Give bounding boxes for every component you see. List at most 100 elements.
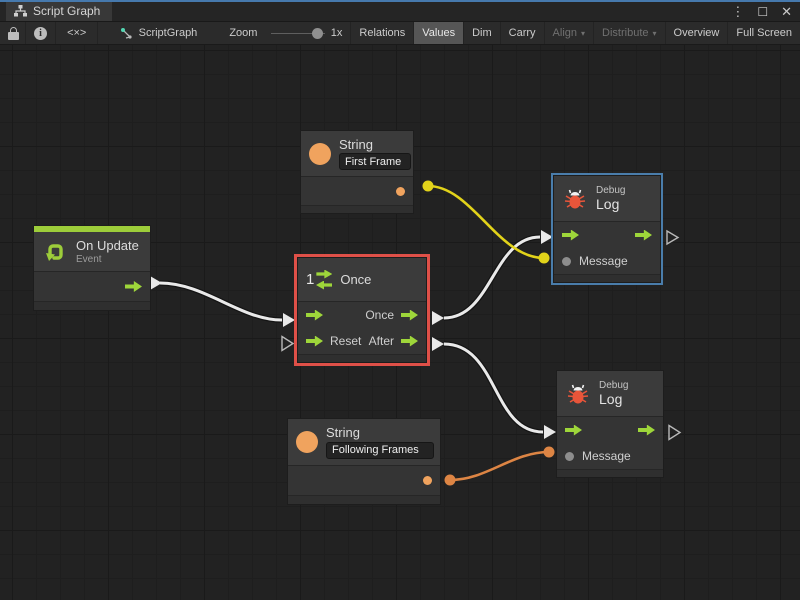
node-category: Debug bbox=[596, 185, 626, 196]
node-title: Once bbox=[340, 272, 372, 287]
flow-output-port[interactable] bbox=[635, 229, 652, 241]
wire-source-dot bbox=[444, 474, 456, 486]
graph-breadcrumb[interactable]: ScriptGraph bbox=[110, 22, 208, 44]
flow-input-port[interactable] bbox=[565, 424, 582, 436]
carry-button[interactable]: Carry bbox=[499, 22, 544, 44]
port-label-message: Message bbox=[579, 254, 628, 268]
wire-dest-arrow bbox=[544, 425, 556, 439]
wire-dest-dot bbox=[538, 252, 550, 264]
align-button[interactable]: Align▾ bbox=[543, 22, 593, 44]
wire-string-to-message-bottom[interactable] bbox=[444, 446, 555, 486]
bug-icon bbox=[567, 384, 589, 403]
node-debug-log-top[interactable]: Debug Log Message bbox=[551, 173, 663, 285]
wire-once-to-debuglog-top[interactable] bbox=[432, 230, 553, 325]
tab-script-graph[interactable]: Script Graph bbox=[6, 1, 113, 21]
node-port-row bbox=[301, 177, 413, 205]
inspect-button[interactable]: i bbox=[26, 22, 56, 44]
graph-name-label: ScriptGraph bbox=[138, 27, 198, 39]
distribute-dropdown-icon: ▾ bbox=[652, 28, 657, 38]
node-port-row bbox=[288, 466, 440, 495]
values-button[interactable]: Values bbox=[413, 22, 464, 44]
string-literal-icon bbox=[296, 431, 318, 453]
wire-dest-arrow bbox=[283, 313, 295, 327]
tab-bar: Script Graph ⋮ ☐ ✕ bbox=[0, 0, 800, 22]
code-toggle-button[interactable]: <×> bbox=[56, 22, 99, 44]
flow-output-port[interactable] bbox=[125, 281, 142, 292]
wire-source-arrow bbox=[150, 276, 162, 290]
once-badge: 1 bbox=[306, 271, 315, 288]
debuglog-top-out-handle[interactable] bbox=[666, 229, 680, 246]
node-header: Debug Log bbox=[557, 371, 663, 417]
string-value-input[interactable] bbox=[326, 441, 434, 459]
maximize-button[interactable]: ☐ bbox=[757, 5, 769, 19]
node-footer bbox=[298, 354, 426, 362]
wire-dest-arrow bbox=[541, 230, 553, 244]
close-button[interactable]: ✕ bbox=[781, 4, 792, 19]
message-input-port[interactable] bbox=[562, 256, 571, 266]
node-title: Log bbox=[599, 391, 623, 407]
overview-button[interactable]: Overview bbox=[664, 22, 728, 44]
string-value-input[interactable] bbox=[339, 153, 411, 171]
align-dropdown-icon: ▾ bbox=[581, 28, 586, 38]
graph-canvas[interactable]: String On Update Event bbox=[0, 45, 800, 600]
node-port-row bbox=[34, 272, 150, 301]
port-label-after: After bbox=[368, 334, 394, 348]
wire-source-arrow bbox=[432, 311, 444, 325]
cycle-arrow-top-icon bbox=[316, 269, 333, 279]
view-options-group: Relations Values Dim Carry Align▾ Distri… bbox=[350, 22, 800, 44]
zoom-slider[interactable] bbox=[271, 22, 325, 45]
flow-output-port[interactable] bbox=[638, 424, 655, 436]
node-footer bbox=[288, 495, 440, 504]
flow-output-port-once[interactable] bbox=[401, 309, 418, 321]
code-icon: <×> bbox=[67, 27, 87, 39]
fullscreen-button[interactable]: Full Screen bbox=[727, 22, 800, 44]
node-port-row bbox=[554, 222, 660, 248]
node-on-update[interactable]: On Update Event bbox=[33, 225, 151, 311]
string-output-port[interactable] bbox=[423, 476, 432, 485]
flow-input-port[interactable] bbox=[562, 229, 579, 241]
dim-button[interactable]: Dim bbox=[463, 22, 500, 44]
lock-icon bbox=[8, 26, 19, 40]
flow-input-port[interactable] bbox=[306, 309, 323, 321]
node-port-row: Message bbox=[557, 443, 663, 469]
tab-title: Script Graph bbox=[33, 4, 101, 18]
wire-once-to-debuglog-bottom[interactable] bbox=[432, 337, 556, 439]
node-title: String bbox=[326, 425, 360, 441]
string-output-port[interactable] bbox=[396, 186, 405, 196]
node-footer bbox=[557, 469, 663, 477]
cycle-arrow-bottom-icon bbox=[316, 281, 332, 290]
node-header: 1 Once bbox=[298, 258, 426, 302]
node-port-row: Once bbox=[298, 302, 426, 328]
lock-button[interactable] bbox=[0, 22, 26, 44]
graph-hierarchy-icon bbox=[14, 5, 27, 17]
wire-source-arrow bbox=[432, 337, 444, 351]
info-icon: i bbox=[34, 26, 47, 40]
node-once[interactable]: 1 Once Once Reset After bbox=[294, 254, 430, 366]
flow-output-port-after[interactable] bbox=[401, 335, 418, 347]
node-string-following-frames[interactable]: String bbox=[287, 418, 441, 505]
node-header: String bbox=[301, 131, 413, 177]
zoom-slider-track bbox=[271, 33, 325, 34]
zoom-slider-handle[interactable] bbox=[311, 28, 323, 39]
node-header: Debug Log bbox=[554, 176, 660, 222]
node-debug-log-bottom[interactable]: Debug Log Message bbox=[556, 370, 664, 478]
message-input-port[interactable] bbox=[565, 451, 574, 461]
port-label-once: Once bbox=[365, 308, 394, 322]
window-menu-button[interactable]: ⋮ bbox=[731, 4, 745, 19]
wire-string-to-message-top[interactable] bbox=[422, 180, 550, 264]
node-footer bbox=[554, 274, 660, 282]
node-string-first-frame[interactable]: String bbox=[300, 130, 414, 214]
wire-onupdate-to-once[interactable] bbox=[150, 276, 295, 327]
node-title: String bbox=[339, 136, 373, 152]
distribute-button[interactable]: Distribute▾ bbox=[593, 22, 664, 44]
flow-input-port-reset[interactable] bbox=[306, 335, 323, 347]
debuglog-bottom-out-handle[interactable] bbox=[668, 424, 682, 441]
wire-dest-dot bbox=[543, 446, 555, 458]
bug-icon bbox=[564, 189, 586, 208]
node-category: Debug bbox=[599, 380, 629, 391]
window-focus-line bbox=[0, 0, 800, 2]
once-reset-port-handle[interactable] bbox=[281, 335, 295, 352]
port-label-message: Message bbox=[582, 449, 631, 463]
relations-button[interactable]: Relations bbox=[350, 22, 413, 44]
